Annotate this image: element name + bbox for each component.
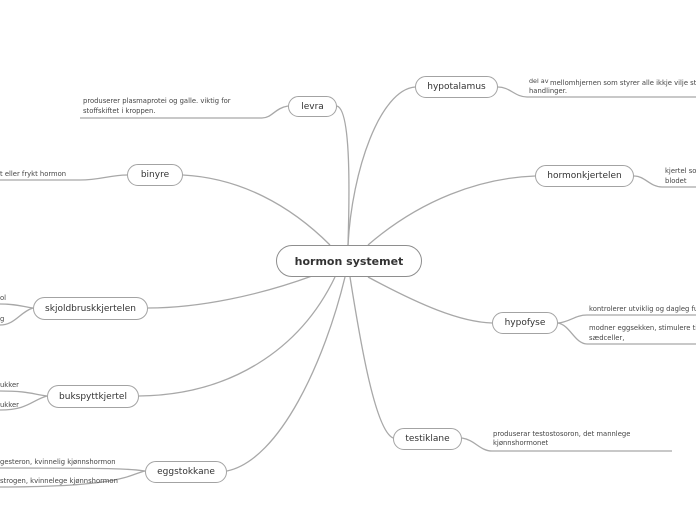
note-skjold-2: g — [0, 315, 5, 323]
connector-buk-note-2 — [0, 395, 48, 411]
connector-hormonkjertelen — [367, 175, 536, 246]
topic-eggstokkane[interactable]: eggstokkane — [145, 461, 227, 483]
note-test-2: kjønnshormonet — [493, 439, 549, 447]
note-skjold-1: ol — [0, 294, 7, 302]
connector-hypof-note-2 — [557, 322, 696, 345]
note-hormonk-2: blodet — [665, 177, 687, 185]
note-test-1: produserar testostosoron, det mannlege — [493, 430, 631, 438]
note-egg-2: strogen, kvinnelege kjønnshormon — [0, 477, 118, 485]
topic-skjoldbruskkjertelen[interactable]: skjoldbruskkjertelen — [33, 297, 148, 320]
connector-hypot-note — [497, 86, 696, 98]
connector-hormonk-note — [633, 175, 696, 188]
connector-testiklane — [349, 276, 394, 439]
note-egg-1: gesteron, kvinnelig kjønnshormon — [0, 458, 116, 466]
connector-eggstokkane — [226, 276, 346, 472]
connector-hypotalamus — [347, 86, 416, 246]
connector-buk-note-1 — [0, 390, 48, 397]
note-hypof-1: kontrolerer utviklig og dagleg fu — [589, 305, 696, 313]
connector-levra-note — [80, 105, 289, 119]
note-hypof-2: modner eggsekken, stimulere til — [589, 324, 696, 332]
connector-egg-note-1 — [0, 467, 146, 472]
connector-hypof-note-1 — [557, 314, 696, 324]
topic-levra[interactable]: levra — [288, 96, 337, 117]
connector-bukspytt — [138, 276, 336, 397]
connector-egg-note-2 — [0, 470, 146, 488]
note-hypot-2: handlinger. — [529, 87, 568, 95]
connector-skjold-note-2 — [0, 307, 34, 326]
topic-hypotalamus[interactable]: hypotalamus — [415, 76, 498, 98]
connector-binyre — [182, 174, 331, 246]
note-levra-line-2: stoffskiftet i kroppen. — [83, 107, 156, 115]
connector-test-note — [461, 437, 672, 452]
note-hypot-1a: del av — [529, 77, 549, 85]
connector-skjoldbrusk — [147, 275, 313, 309]
note-hormonk-1: kjertel so — [665, 167, 696, 175]
note-binyre: t eller frykt hormon — [0, 170, 67, 178]
note-levra-line-1: produserer plasmaprotei og galle. viktig… — [83, 97, 231, 105]
note-hypot-1b: mellomhjernen som styrer alle ikkje vilj… — [550, 79, 696, 87]
connector-hypofyse — [367, 276, 493, 324]
topic-testiklane[interactable]: testiklane — [393, 428, 462, 450]
topic-hormonkjertelen[interactable]: hormonkjertelen — [535, 165, 634, 187]
note-buk-2: ukker — [0, 401, 19, 409]
note-hypof-3: sædceller, — [589, 334, 625, 342]
note-buk-1: ukker — [0, 381, 19, 389]
topic-binyre[interactable]: binyre — [127, 164, 183, 186]
central-topic[interactable]: hormon systemet — [276, 245, 422, 277]
connector-skjold-note-1 — [0, 303, 34, 309]
connector-levra — [336, 105, 350, 246]
topic-bukspyttkjertel[interactable]: bukspyttkjertel — [47, 385, 139, 408]
connector-binyre-note — [0, 174, 128, 181]
topic-hypofyse[interactable]: hypofyse — [492, 312, 558, 334]
